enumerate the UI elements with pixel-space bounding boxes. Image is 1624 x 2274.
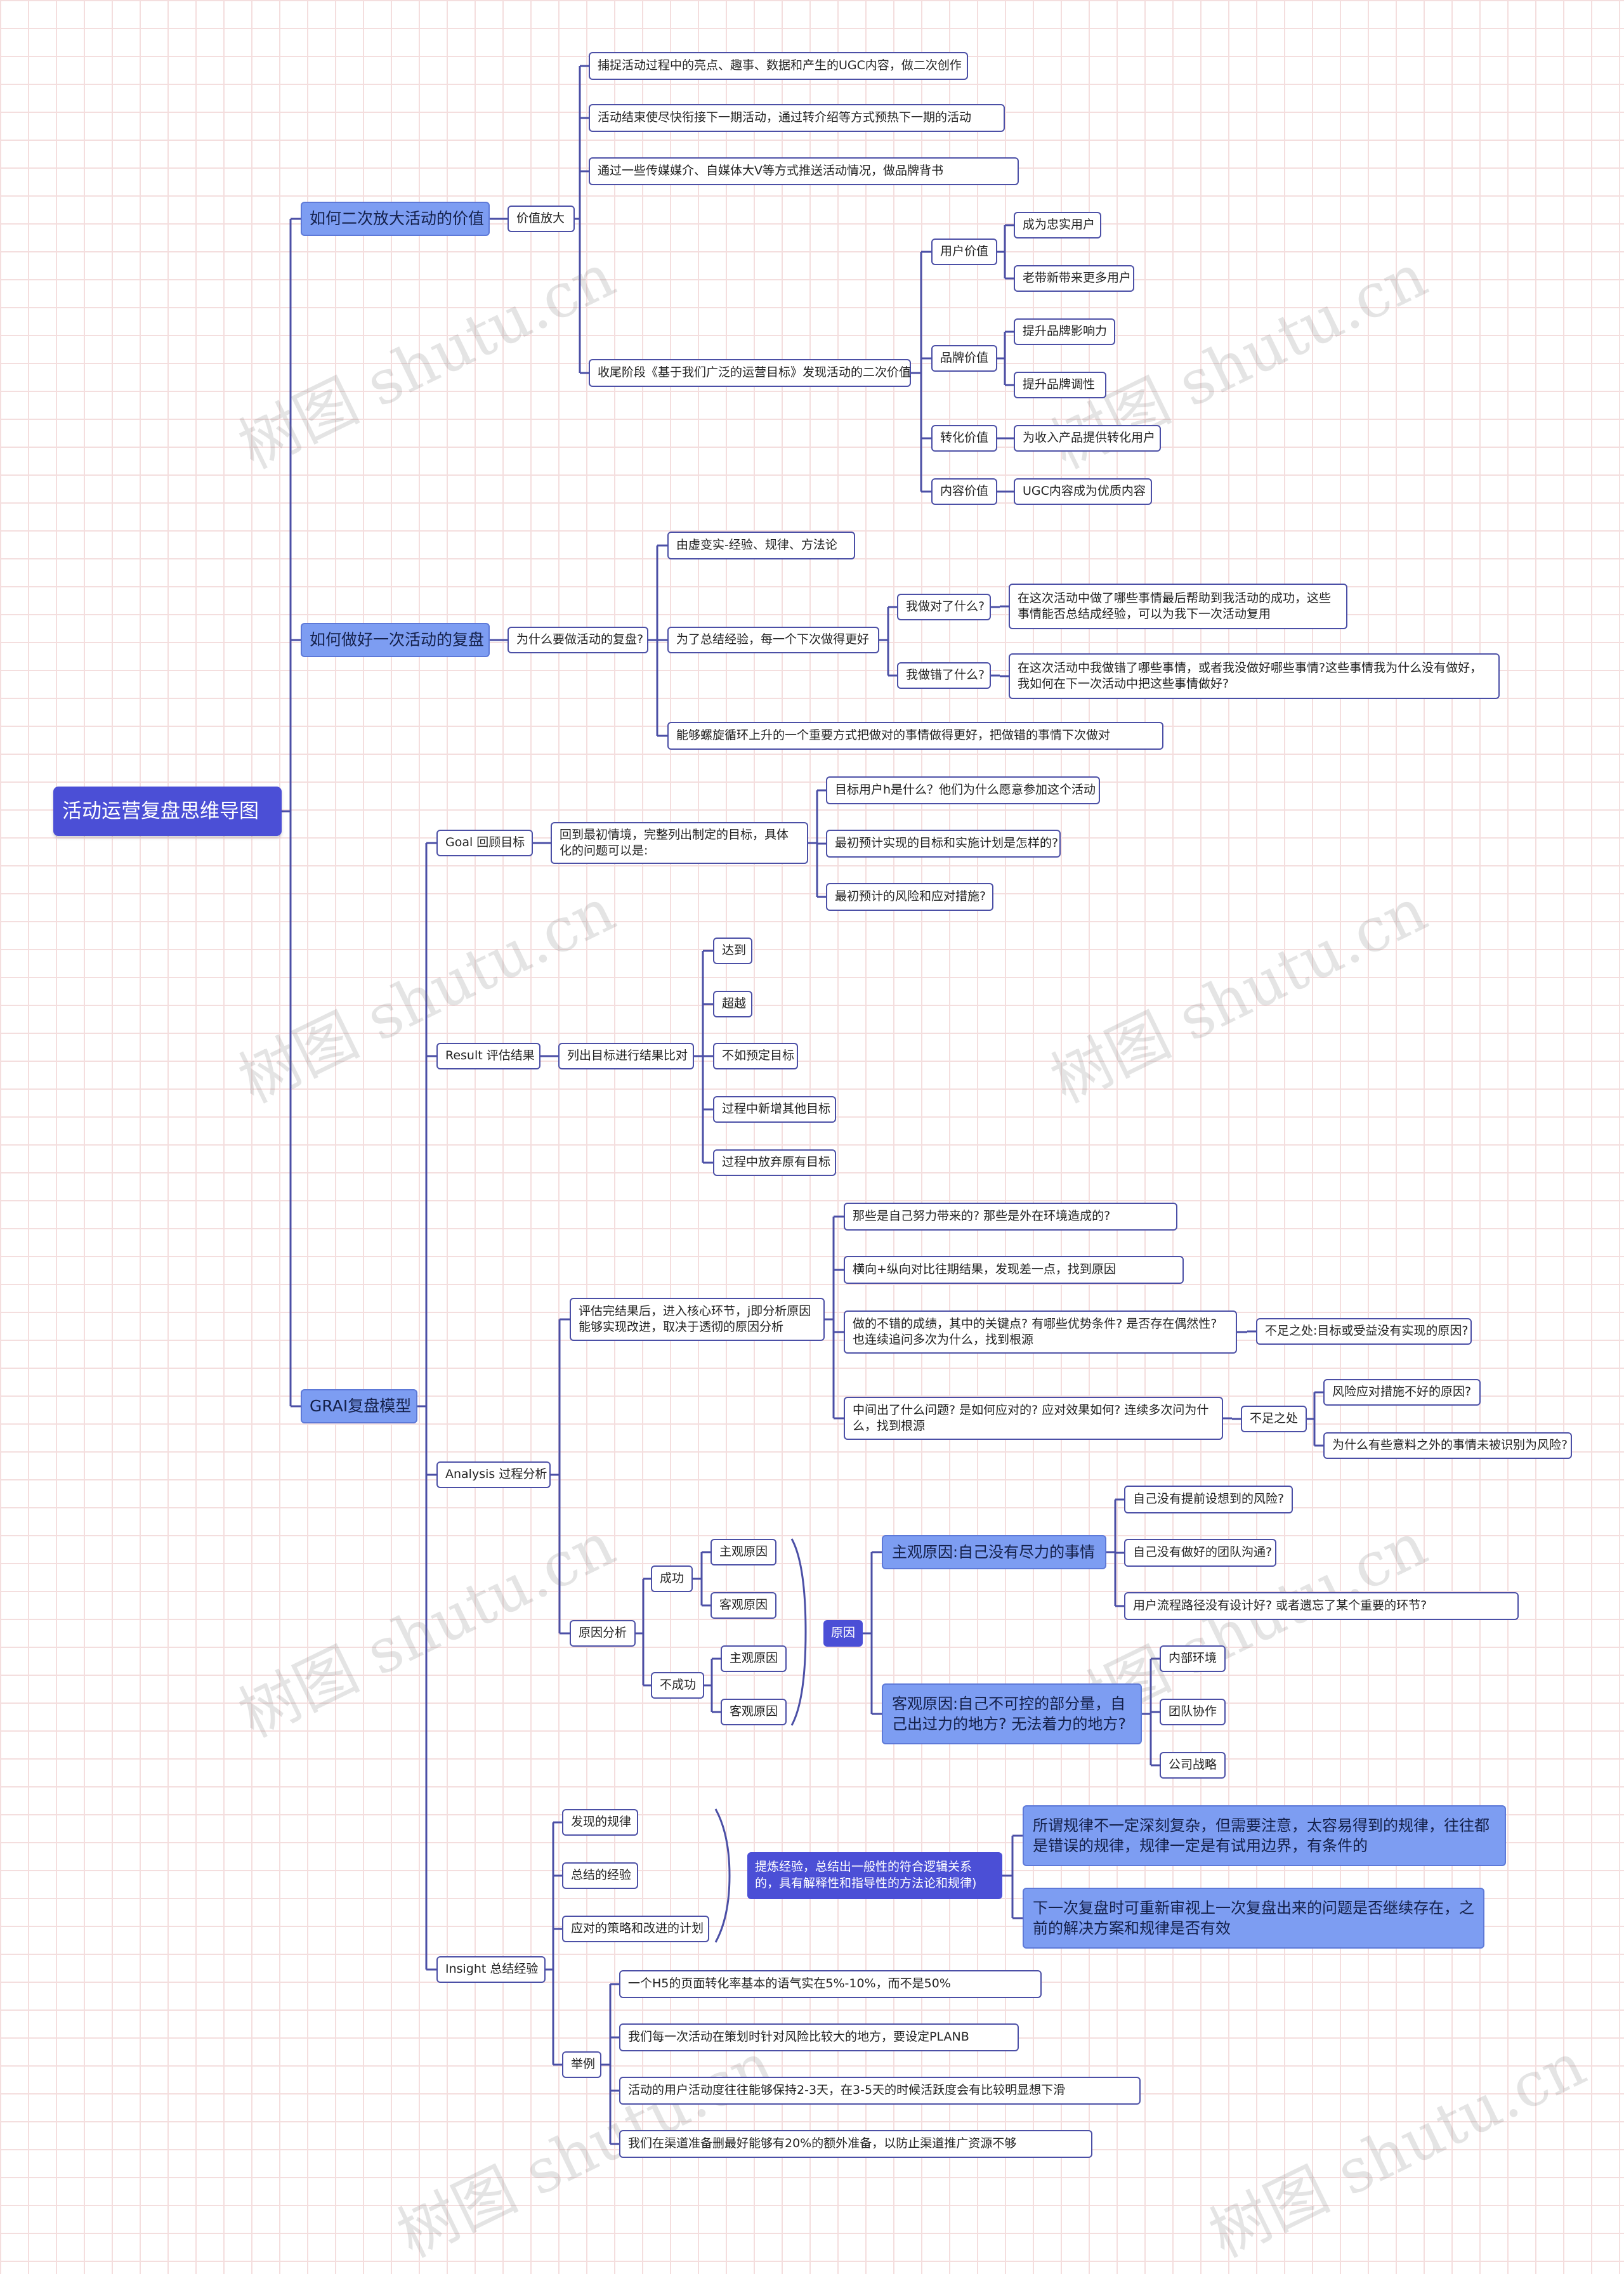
insight-item[interactable]: 应对的策略和改进的计划 xyxy=(562,1916,709,1942)
value-amplify-node[interactable]: 价值放大 xyxy=(508,206,575,232)
connector-lines xyxy=(282,65,1323,2145)
result-item[interactable]: 过程中放弃原有目标 xyxy=(713,1149,836,1176)
branch-amplify-value[interactable]: 如何二次放大活动的价值 xyxy=(301,202,490,236)
objective-item[interactable]: 公司战略 xyxy=(1160,1752,1226,1779)
shortfall-item[interactable]: 为什么有些意料之外的事情未被识别为风险? xyxy=(1323,1432,1572,1459)
success-objective[interactable]: 客观原因 xyxy=(710,1592,776,1619)
result-item[interactable]: 不如预定目标 xyxy=(713,1043,798,1069)
success-subjective[interactable]: 主观原因 xyxy=(710,1539,776,1565)
analysis-question[interactable]: 做的不错的成绩，其中的关键点? 有哪些优势条件? 是否存在偶然性? 也连续追问多… xyxy=(844,1310,1237,1354)
insight-summary[interactable]: 提炼经验，总结出一般性的符合逻辑关系的，具有解释性和指导性的方法论和规律) xyxy=(747,1852,1002,1899)
insight-note[interactable]: 下一次复盘时可重新审视上一次复盘出来的问题是否继续存在，之前的解决方案和规律是否… xyxy=(1023,1888,1484,1949)
fail-node[interactable]: 不成功 xyxy=(651,1672,704,1699)
branch-grai-model[interactable]: GRAI复盘模型 xyxy=(301,1389,417,1423)
result-desc[interactable]: 列出目标进行结果比对 xyxy=(558,1043,694,1069)
objective-item[interactable]: 团队协作 xyxy=(1160,1699,1226,1725)
review-item[interactable]: 为了总结经验，每一个下次做得更好 xyxy=(667,627,879,653)
objective-item[interactable]: 内部环境 xyxy=(1160,1645,1226,1672)
reason-analysis-node[interactable]: 原因分析 xyxy=(570,1620,636,1647)
value-item[interactable]: 提升品牌调性 xyxy=(1014,372,1106,398)
value-brand[interactable]: 品牌价值 xyxy=(931,345,997,372)
shortfall-node[interactable]: 不足之处 xyxy=(1241,1406,1307,1432)
subjective-item[interactable]: 自己没有做好的团队沟通? xyxy=(1124,1539,1276,1567)
amplify-item[interactable]: 通过一些传媒媒介、自媒体大V等方式推送活动情况，做品牌背书 xyxy=(589,157,1019,185)
goal-item[interactable]: 最初预计的风险和应对措施? xyxy=(826,883,993,911)
result-item[interactable]: 过程中新增其他目标 xyxy=(713,1096,836,1123)
objective-cause[interactable]: 客观原因:自己不可控的部分量，自己出过力的地方? 无法着力的地方? xyxy=(882,1683,1142,1744)
value-content[interactable]: 内容价值 xyxy=(931,478,997,505)
root-topic[interactable]: 活动运营复盘思维导图 xyxy=(53,787,282,836)
insight-node[interactable]: Insight 总结经验 xyxy=(436,1956,546,1983)
analysis-node[interactable]: Analysis 过程分析 xyxy=(436,1461,551,1488)
subjective-item[interactable]: 用户流程路径没有设计好? 或者遗忘了某个重要的环节? xyxy=(1124,1592,1519,1620)
example-item[interactable]: 活动的用户活动度往往能够保持2-3天，在3-5天的时候活跃度会有比较明显想下滑 xyxy=(619,2077,1141,2105)
branch-review-well[interactable]: 如何做好一次活动的复盘 xyxy=(301,623,490,657)
amplify-item[interactable]: 收尾阶段《基于我们广泛的运营目标》发现活动的二次价值 xyxy=(589,359,911,387)
subjective-cause[interactable]: 主观原因:自己没有尽力的事情 xyxy=(882,1535,1106,1569)
example-item[interactable]: 我们在渠道准备删最好能够有20%的额外准备，以防止渠道推广资源不够 xyxy=(619,2130,1092,2158)
value-item[interactable]: 老带新带来更多用户 xyxy=(1014,265,1134,292)
insight-note[interactable]: 所谓规律不一定深刻复杂，但需要注意，太容易得到的规律，往往都是错误的规律，规律一… xyxy=(1023,1805,1506,1866)
value-item[interactable]: 为收入产品提供转化用户 xyxy=(1014,425,1161,452)
analysis-question[interactable]: 中间出了什么问题? 是如何应对的? 应对效果如何? 连续多次问为什么，找到根源 xyxy=(844,1397,1223,1440)
example-node[interactable]: 举例 xyxy=(562,2051,601,2078)
analysis-shortfall[interactable]: 不足之处:目标或受益没有实现的原因? xyxy=(1256,1318,1472,1345)
value-item[interactable]: 提升品牌影响力 xyxy=(1014,318,1115,345)
amplify-item[interactable]: 活动结束使尽快衔接下一期活动，通过转介绍等方式预热下一期的活动 xyxy=(589,104,1005,132)
goal-node[interactable]: Goal 回顾目标 xyxy=(436,830,533,856)
fail-objective[interactable]: 客观原因 xyxy=(721,1699,787,1725)
answer-right[interactable]: 在这次活动中做了哪些事情最后帮助到我活动的成功，这些事情能否总结成经验，可以为我… xyxy=(1009,584,1347,629)
question-right[interactable]: 我做对了什么? xyxy=(897,594,991,620)
example-item[interactable]: 一个H5的页面转化率基本的语气实在5%-10%，而不是50% xyxy=(619,1970,1042,1998)
goal-item[interactable]: 目标用户h是什么？他们为什么愿意参加这个活动 xyxy=(826,776,1100,804)
value-user[interactable]: 用户价值 xyxy=(931,239,997,265)
insight-item[interactable]: 发现的规律 xyxy=(562,1809,638,1836)
connector xyxy=(714,1808,731,1943)
cause-node[interactable]: 原因 xyxy=(823,1620,863,1647)
result-item[interactable]: 达到 xyxy=(713,938,752,964)
result-node[interactable]: Result 评估结果 xyxy=(436,1043,540,1069)
success-node[interactable]: 成功 xyxy=(651,1565,693,1592)
answer-wrong[interactable]: 在这次活动中我做错了哪些事情，或者我没做好哪些事情?这些事情我为什么没有做好，我… xyxy=(1009,653,1500,699)
why-review-node[interactable]: 为什么要做活动的复盘? xyxy=(508,627,648,653)
goal-item[interactable]: 最初预计实现的目标和实施计划是怎样的? xyxy=(826,830,1061,858)
review-item[interactable]: 由虚变实-经验、规律、方法论 xyxy=(667,532,855,559)
value-item[interactable]: 成为忠实用户 xyxy=(1014,212,1101,239)
insight-item[interactable]: 总结的经验 xyxy=(562,1862,638,1889)
result-item[interactable]: 超越 xyxy=(713,991,752,1017)
review-item[interactable]: 能够螺旋循环上升的一个重要方式把做对的事情做得更好，把做错的事情下次做对 xyxy=(667,722,1163,750)
analysis-question[interactable]: 那些是自己努力带来的? 那些是外在环境造成的? xyxy=(844,1203,1177,1231)
question-wrong[interactable]: 我做错了什么? xyxy=(897,662,991,689)
connector xyxy=(790,1538,807,1726)
shortfall-item[interactable]: 风险应对措施不好的原因? xyxy=(1323,1379,1481,1406)
subjective-item[interactable]: 自己没有提前设想到的风险? xyxy=(1124,1486,1293,1513)
goal-desc[interactable]: 回到最初情境，完整列出制定的目标，具体化的问题可以是: xyxy=(551,822,808,864)
analysis-desc[interactable]: 评估完结果后，进入核心环节，j即分析原因能够实现改进，取决于透彻的原因分析 xyxy=(570,1298,825,1341)
example-item[interactable]: 我们每一次活动在策划时针对风险比较大的地方，要设定PLANB xyxy=(619,2023,1019,2051)
amplify-item[interactable]: 捕捉活动过程中的亮点、趣事、数据和产生的UGC内容，做二次创作 xyxy=(589,52,968,80)
value-item[interactable]: UGC内容成为优质内容 xyxy=(1014,478,1152,505)
value-conversion[interactable]: 转化价值 xyxy=(931,425,997,452)
fail-subjective[interactable]: 主观原因 xyxy=(721,1645,787,1672)
analysis-question[interactable]: 横向+纵向对比往期结果，发现差一点，找到原因 xyxy=(844,1256,1184,1284)
